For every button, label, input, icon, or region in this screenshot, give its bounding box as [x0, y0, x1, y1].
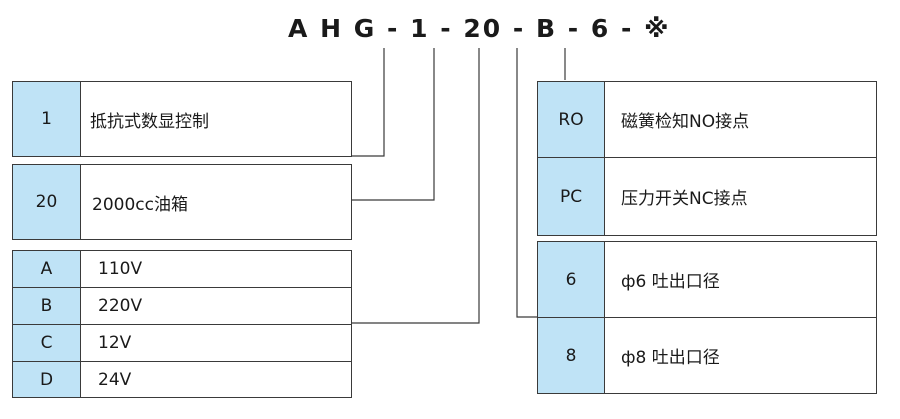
- row-divider: [538, 317, 876, 318]
- voltage-code-b: B: [13, 288, 81, 324]
- model-char-h: H: [320, 14, 344, 43]
- model-voltage-code: B: [535, 14, 558, 43]
- switch-code-ro: RO: [538, 82, 605, 157]
- model-dash: -: [567, 14, 581, 43]
- outlet-desc-6: ф6 吐出口径: [621, 272, 720, 292]
- model-dash: -: [512, 14, 526, 43]
- outlet-code-8: 8: [538, 318, 605, 393]
- voltage-desc-a: 110V: [98, 259, 143, 279]
- switch-option-box: RO 磁簧检知NO接点 PC 压力开关NC接点: [537, 81, 877, 236]
- connector-voltage: [351, 48, 480, 324]
- model-control-code: 1: [410, 14, 430, 43]
- switch-desc-pc: 压力开关NC接点: [621, 189, 748, 209]
- control-desc: 抵抗式数显控制: [90, 111, 209, 132]
- tank-code: 20: [13, 165, 81, 239]
- connector-outlet: [516, 48, 537, 318]
- outlet-code-6: 6: [538, 242, 605, 317]
- row-divider: [13, 361, 351, 362]
- row-divider: [13, 287, 351, 288]
- model-dash: -: [620, 14, 634, 43]
- voltage-desc-b: 220V: [98, 296, 143, 316]
- model-outlet-code: 6: [590, 14, 611, 43]
- model-dash: -: [386, 14, 400, 43]
- outlet-desc-8: ф8 吐出口径: [621, 348, 720, 368]
- voltage-desc-c: 12V: [98, 333, 132, 353]
- switch-code-pc: PC: [538, 158, 605, 235]
- connector-control: [351, 48, 385, 157]
- tank-option-box: 20 2000cc油箱: [12, 164, 352, 240]
- voltage-code-c: C: [13, 325, 81, 361]
- row-divider: [538, 157, 876, 158]
- connector-tank: [351, 48, 435, 201]
- model-dash: -: [440, 14, 453, 43]
- voltage-code-d: D: [13, 362, 81, 397]
- tank-desc: 2000cc油箱: [92, 194, 188, 215]
- voltage-code-a: A: [13, 251, 81, 287]
- control-code: 1: [13, 82, 81, 156]
- model-tank-code: 20: [463, 14, 503, 43]
- model-code: A H G - 1 - 20 - B - 6 - ※: [288, 14, 670, 46]
- voltage-desc-d: 24V: [98, 369, 132, 390]
- model-char-a: A: [288, 14, 310, 43]
- model-switch-code: ※: [644, 14, 671, 43]
- row-divider: [13, 324, 351, 325]
- outlet-option-box: 6 ф6 吐出口径 8 ф8 吐出口径: [537, 241, 877, 394]
- model-char-g: G: [353, 14, 377, 43]
- voltage-option-box: A 110V B 220V C 12V D 24V: [12, 250, 352, 398]
- switch-desc-ro: 磁簧检知NO接点: [621, 112, 750, 132]
- control-option-box: 1 抵抗式数显控制: [12, 81, 352, 157]
